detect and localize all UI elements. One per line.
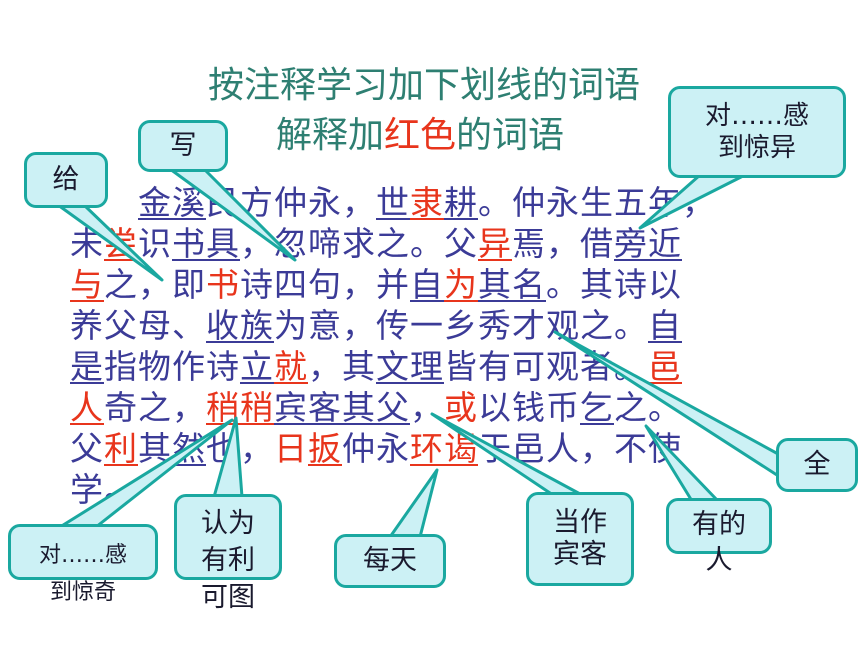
passage-text: 指物作诗 bbox=[104, 347, 240, 386]
red-term: 隶 bbox=[410, 183, 444, 222]
underlined-term: 其名 bbox=[478, 265, 546, 304]
underlined-term: 然 bbox=[172, 429, 206, 468]
callout-dui-jingqi-line-2: 到惊奇 bbox=[49, 580, 116, 605]
title-line-2: 解释加红色的词语 bbox=[0, 116, 850, 156]
callout-renwei-line-2: 有利 bbox=[201, 545, 255, 576]
passage-line: 是指物作诗立就，其文理皆有可观者。邑 bbox=[70, 346, 770, 387]
underlined-term: 乞 bbox=[580, 388, 614, 427]
title-line-1: 按注释学习加下划线的词语 bbox=[207, 65, 640, 106]
callout-dui-jingqi-line-1: 对……感 bbox=[38, 543, 127, 568]
passage-text: 。仲永生五年， bbox=[478, 183, 716, 222]
title-line-2-prefix: 解释加 bbox=[275, 115, 384, 156]
callout-quan-text: 全 bbox=[803, 449, 831, 480]
passage-text: 之， bbox=[138, 388, 206, 427]
callout-gei-text: 给 bbox=[52, 164, 80, 195]
passage-line: 未尝识书具，忽啼求之。父异焉，借旁近 bbox=[70, 223, 770, 264]
passage-line: 金溪民方仲永，世隶耕。仲永生五年， bbox=[70, 182, 770, 223]
callout-youde-line-2: 人 bbox=[705, 545, 733, 576]
red-term: 日 bbox=[274, 429, 308, 468]
red-term: 扳 bbox=[308, 429, 342, 468]
passage-text: ，忽啼求之。父 bbox=[240, 224, 478, 263]
passage: 金溪民方仲永，世隶耕。仲永生五年，未尝识书具，忽啼求之。父异焉，借旁近与之，即书… bbox=[70, 182, 770, 510]
callout-dui-jingyi-line-2: 到惊异 bbox=[717, 133, 796, 163]
passage-text: 民方仲永， bbox=[206, 183, 376, 222]
callout-meitian: 每天 bbox=[334, 534, 446, 588]
passage-line: 养父母、收族为意，传一乡秀才观之。自 bbox=[70, 305, 770, 346]
red-term: 人 bbox=[70, 388, 104, 427]
underlined-term: 书具 bbox=[172, 224, 240, 263]
underlined-term: 世 bbox=[376, 183, 410, 222]
red-term: 与 bbox=[70, 265, 104, 304]
underlined-term: 自 bbox=[648, 306, 682, 345]
callout-dangzuo-line-1: 当作 bbox=[553, 507, 607, 538]
red-term: 环谒 bbox=[410, 429, 478, 468]
passage-line: 父利其然也，日扳仲永环谒于邑人，不使 bbox=[70, 428, 770, 469]
callout-meitian-text: 每天 bbox=[363, 545, 417, 576]
red-term: 为 bbox=[444, 265, 478, 304]
red-term: 尝 bbox=[104, 224, 138, 263]
red-term: 利 bbox=[104, 429, 138, 468]
callout-xie-text: 写 bbox=[169, 130, 197, 161]
callout-dangzuo: 当作 宾客 bbox=[526, 492, 634, 586]
passage-text: 之，即 bbox=[104, 265, 206, 304]
callout-renwei-line-3: 可图 bbox=[201, 582, 255, 613]
callout-dui-jingyi-line-1: 对……感 bbox=[704, 101, 809, 131]
passage-text: 学。 bbox=[70, 470, 138, 509]
underlined-term: 自 bbox=[410, 265, 444, 304]
title-line-2-red: 红色 bbox=[383, 115, 456, 156]
passage-text: 未 bbox=[70, 224, 104, 263]
underlined-term: 旁近 bbox=[614, 224, 682, 263]
passage-text: 于邑人，不使 bbox=[478, 429, 682, 468]
callout-renwei: 认为 有利 可图 bbox=[174, 494, 282, 613]
passage-text: 皆有可观者。 bbox=[444, 347, 648, 386]
red-term: 就 bbox=[274, 347, 308, 386]
passage-line: 人奇之，稍稍宾客其父，或以钱币乞之。 bbox=[70, 387, 770, 428]
red-term: 或 bbox=[444, 388, 478, 427]
passage-text: ， bbox=[410, 388, 444, 427]
underlined-term: 是 bbox=[70, 347, 104, 386]
underlined-term: 耕 bbox=[444, 183, 478, 222]
callout-dui-jingqi: 对……感 到惊奇 bbox=[8, 524, 158, 605]
underlined-term: 宾客 bbox=[274, 388, 342, 427]
red-term: 书 bbox=[206, 265, 240, 304]
passage-text: 仲永 bbox=[342, 429, 410, 468]
red-term: 稍稍 bbox=[206, 388, 274, 427]
callout-dangzuo-line-2: 宾客 bbox=[553, 539, 607, 570]
callout-renwei-line-1: 认为 bbox=[201, 508, 255, 539]
underlined-term: 立 bbox=[240, 347, 274, 386]
passage-text: 识 bbox=[138, 224, 172, 263]
callout-xie: 写 bbox=[138, 120, 228, 172]
callout-gei: 给 bbox=[24, 152, 108, 208]
passage-text: ，其 bbox=[308, 347, 376, 386]
passage-text: 以钱币 bbox=[478, 388, 580, 427]
title-line-2-suffix: 的词语 bbox=[456, 115, 565, 156]
callout-dui-jingyi: 对……感 到惊异 bbox=[668, 86, 846, 178]
underlined-term: 文理 bbox=[376, 347, 444, 386]
red-term: 邑 bbox=[648, 347, 682, 386]
passage-text: 其 bbox=[138, 429, 172, 468]
callout-youde-line-1: 有的 bbox=[692, 509, 746, 540]
passage-text: 也， bbox=[206, 429, 274, 468]
underlined-term: 其父 bbox=[342, 388, 410, 427]
passage-text: 之。 bbox=[614, 388, 682, 427]
underlined-term: 金溪 bbox=[138, 183, 206, 222]
passage-text: 奇 bbox=[104, 388, 138, 427]
red-term: 异 bbox=[478, 224, 512, 263]
callout-youde: 有的 人 bbox=[666, 498, 772, 576]
passage-text: 为意，传一乡秀才观之。 bbox=[274, 306, 648, 345]
callout-quan: 全 bbox=[776, 438, 858, 492]
passage-line: 与之，即书诗四句，并自为其名。其诗以 bbox=[70, 264, 770, 305]
passage-text: 。其诗以 bbox=[546, 265, 682, 304]
underlined-term: 收族 bbox=[206, 306, 274, 345]
passage-text: 诗四句，并 bbox=[240, 265, 410, 304]
passage-text: 焉，借 bbox=[512, 224, 614, 263]
passage-text: 父 bbox=[70, 429, 104, 468]
passage-text: 养父母、 bbox=[70, 306, 206, 345]
